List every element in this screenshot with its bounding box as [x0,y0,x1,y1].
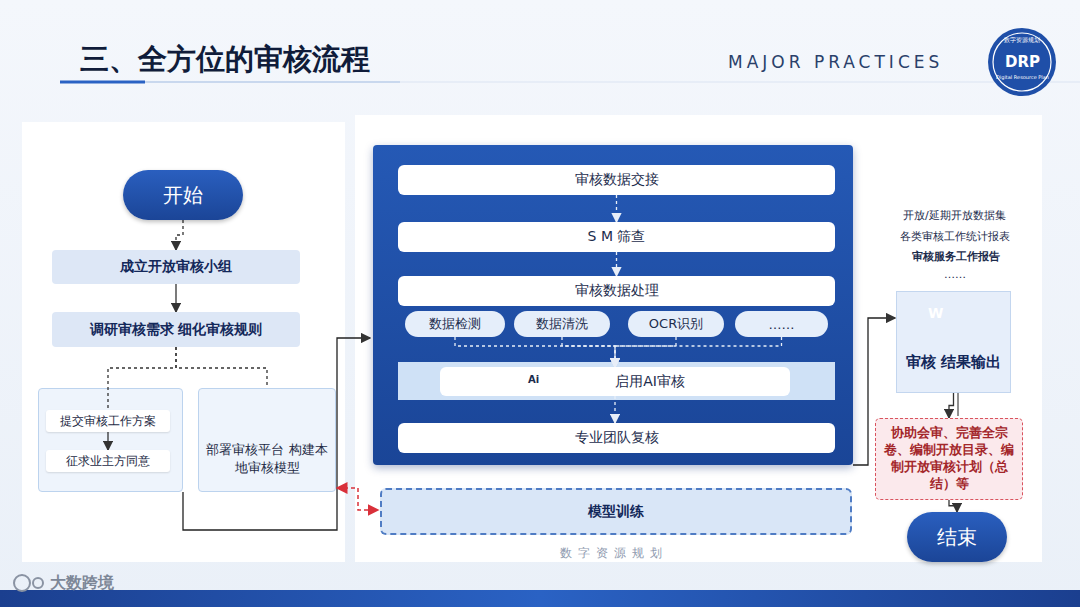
output-item: 开放/延期开放数据集 [903,208,1006,223]
group-container [38,388,183,492]
process-box: 调研审核需求 细化审核规则 [52,312,300,347]
node-text: 调研审核需求 细化审核规则 [90,321,263,339]
node-text: 模型训练 [588,503,644,521]
node-text: 数据检测 [429,315,481,333]
flow-connector [175,284,176,312]
flow-connector [614,396,615,423]
process-box: 成立开放审核小组 [52,250,300,284]
title-accent [60,81,145,84]
watermark: 数字资源规划 [560,545,668,562]
node-text: 成立开放审核小组 [120,258,232,276]
node-text: 审核数据交接 [575,171,659,189]
node-text: 部署审核平台 构建本地审核模型 [205,441,329,477]
node-text: S M 筛查 [588,228,646,246]
flow-connector [616,195,617,222]
node-text: 审核数据处理 [575,282,659,300]
node-text: 结束 [937,524,977,551]
node-text: 审核 结果输出 [906,353,1001,372]
flow-connector [615,337,782,367]
node-text: 协助会审、完善全宗卷、编制开放目录、编制开放审核计划（总结）等 [882,425,1016,493]
node-text: OCR识别 [649,315,703,333]
flow-connector [949,500,957,513]
ai-icon-text: Ai [528,374,539,385]
platform-box: 部署审核平台 构建本地审核模型 [198,388,336,492]
flow-connector [176,220,183,250]
training-box: 模型训练 [380,488,852,535]
assist-note-box: 协助会审、完善全宗卷、编制开放目录、编制开放审核计划（总结）等 [875,418,1023,500]
ai-review-box: 启用AI审核 [440,367,790,396]
flow-connector [562,337,615,367]
start-terminal: 开始 [123,170,243,220]
flow-connector [615,337,676,367]
node-text: 启用AI审核 [615,373,685,391]
node-text: …… [769,317,795,332]
brand-mark: 大数跨境 [50,573,114,594]
step-box: 征求业主方同意 [46,450,170,472]
output-item: 各类审核工作统计报表 [900,229,1010,244]
process-box: 审核数据交接 [398,165,835,195]
step-box: 提交审核工作方案 [46,410,170,432]
title-rule [60,81,400,83]
output-item: …… [944,268,966,281]
sub-step-pill: 数据检测 [405,311,505,337]
word-icon-text: W [928,305,943,321]
flow-wire [183,338,370,530]
flow-connector [108,347,176,410]
flow-connector [107,432,108,450]
feedback-wire [337,488,378,510]
flow-connector [455,337,615,367]
end-terminal: 结束 [907,512,1007,562]
sub-step-pill: OCR识别 [628,311,724,337]
header-rule [400,82,1080,83]
node-text: 提交审核工作方案 [60,413,156,430]
node-text: 数据清洗 [536,315,588,333]
process-box: S M 筛查 [398,222,835,252]
process-box: 审核数据处理 [398,276,835,306]
header-tag: MAJOR PRACTICES [728,52,943,72]
output-item: 审核服务工作报告 [912,249,1000,264]
drp-logo [988,28,1056,96]
node-text: 专业团队复核 [575,429,659,447]
node-text: 征求业主方同意 [66,453,150,470]
logo-ring-text: Digital Resource Plan [996,74,1049,80]
process-box: 专业团队复核 [398,423,835,453]
bottom-bar [0,590,1080,607]
logo-ring-text: 数字资源规划 [1004,36,1040,45]
flow-connector [176,347,267,388]
output-stub [958,393,959,416]
flow-connector [949,393,953,418]
output-box: 审核 结果输出 [896,291,1011,393]
node-text: 开始 [163,182,203,209]
sub-step-pill: 数据清洗 [514,311,610,337]
page-title: 三、全方位的审核流程 [80,40,370,80]
logo-text: DRP [1005,53,1040,71]
brand-icon [14,575,43,591]
flow-connector [616,252,617,276]
sub-step-pill: …… [735,311,828,337]
